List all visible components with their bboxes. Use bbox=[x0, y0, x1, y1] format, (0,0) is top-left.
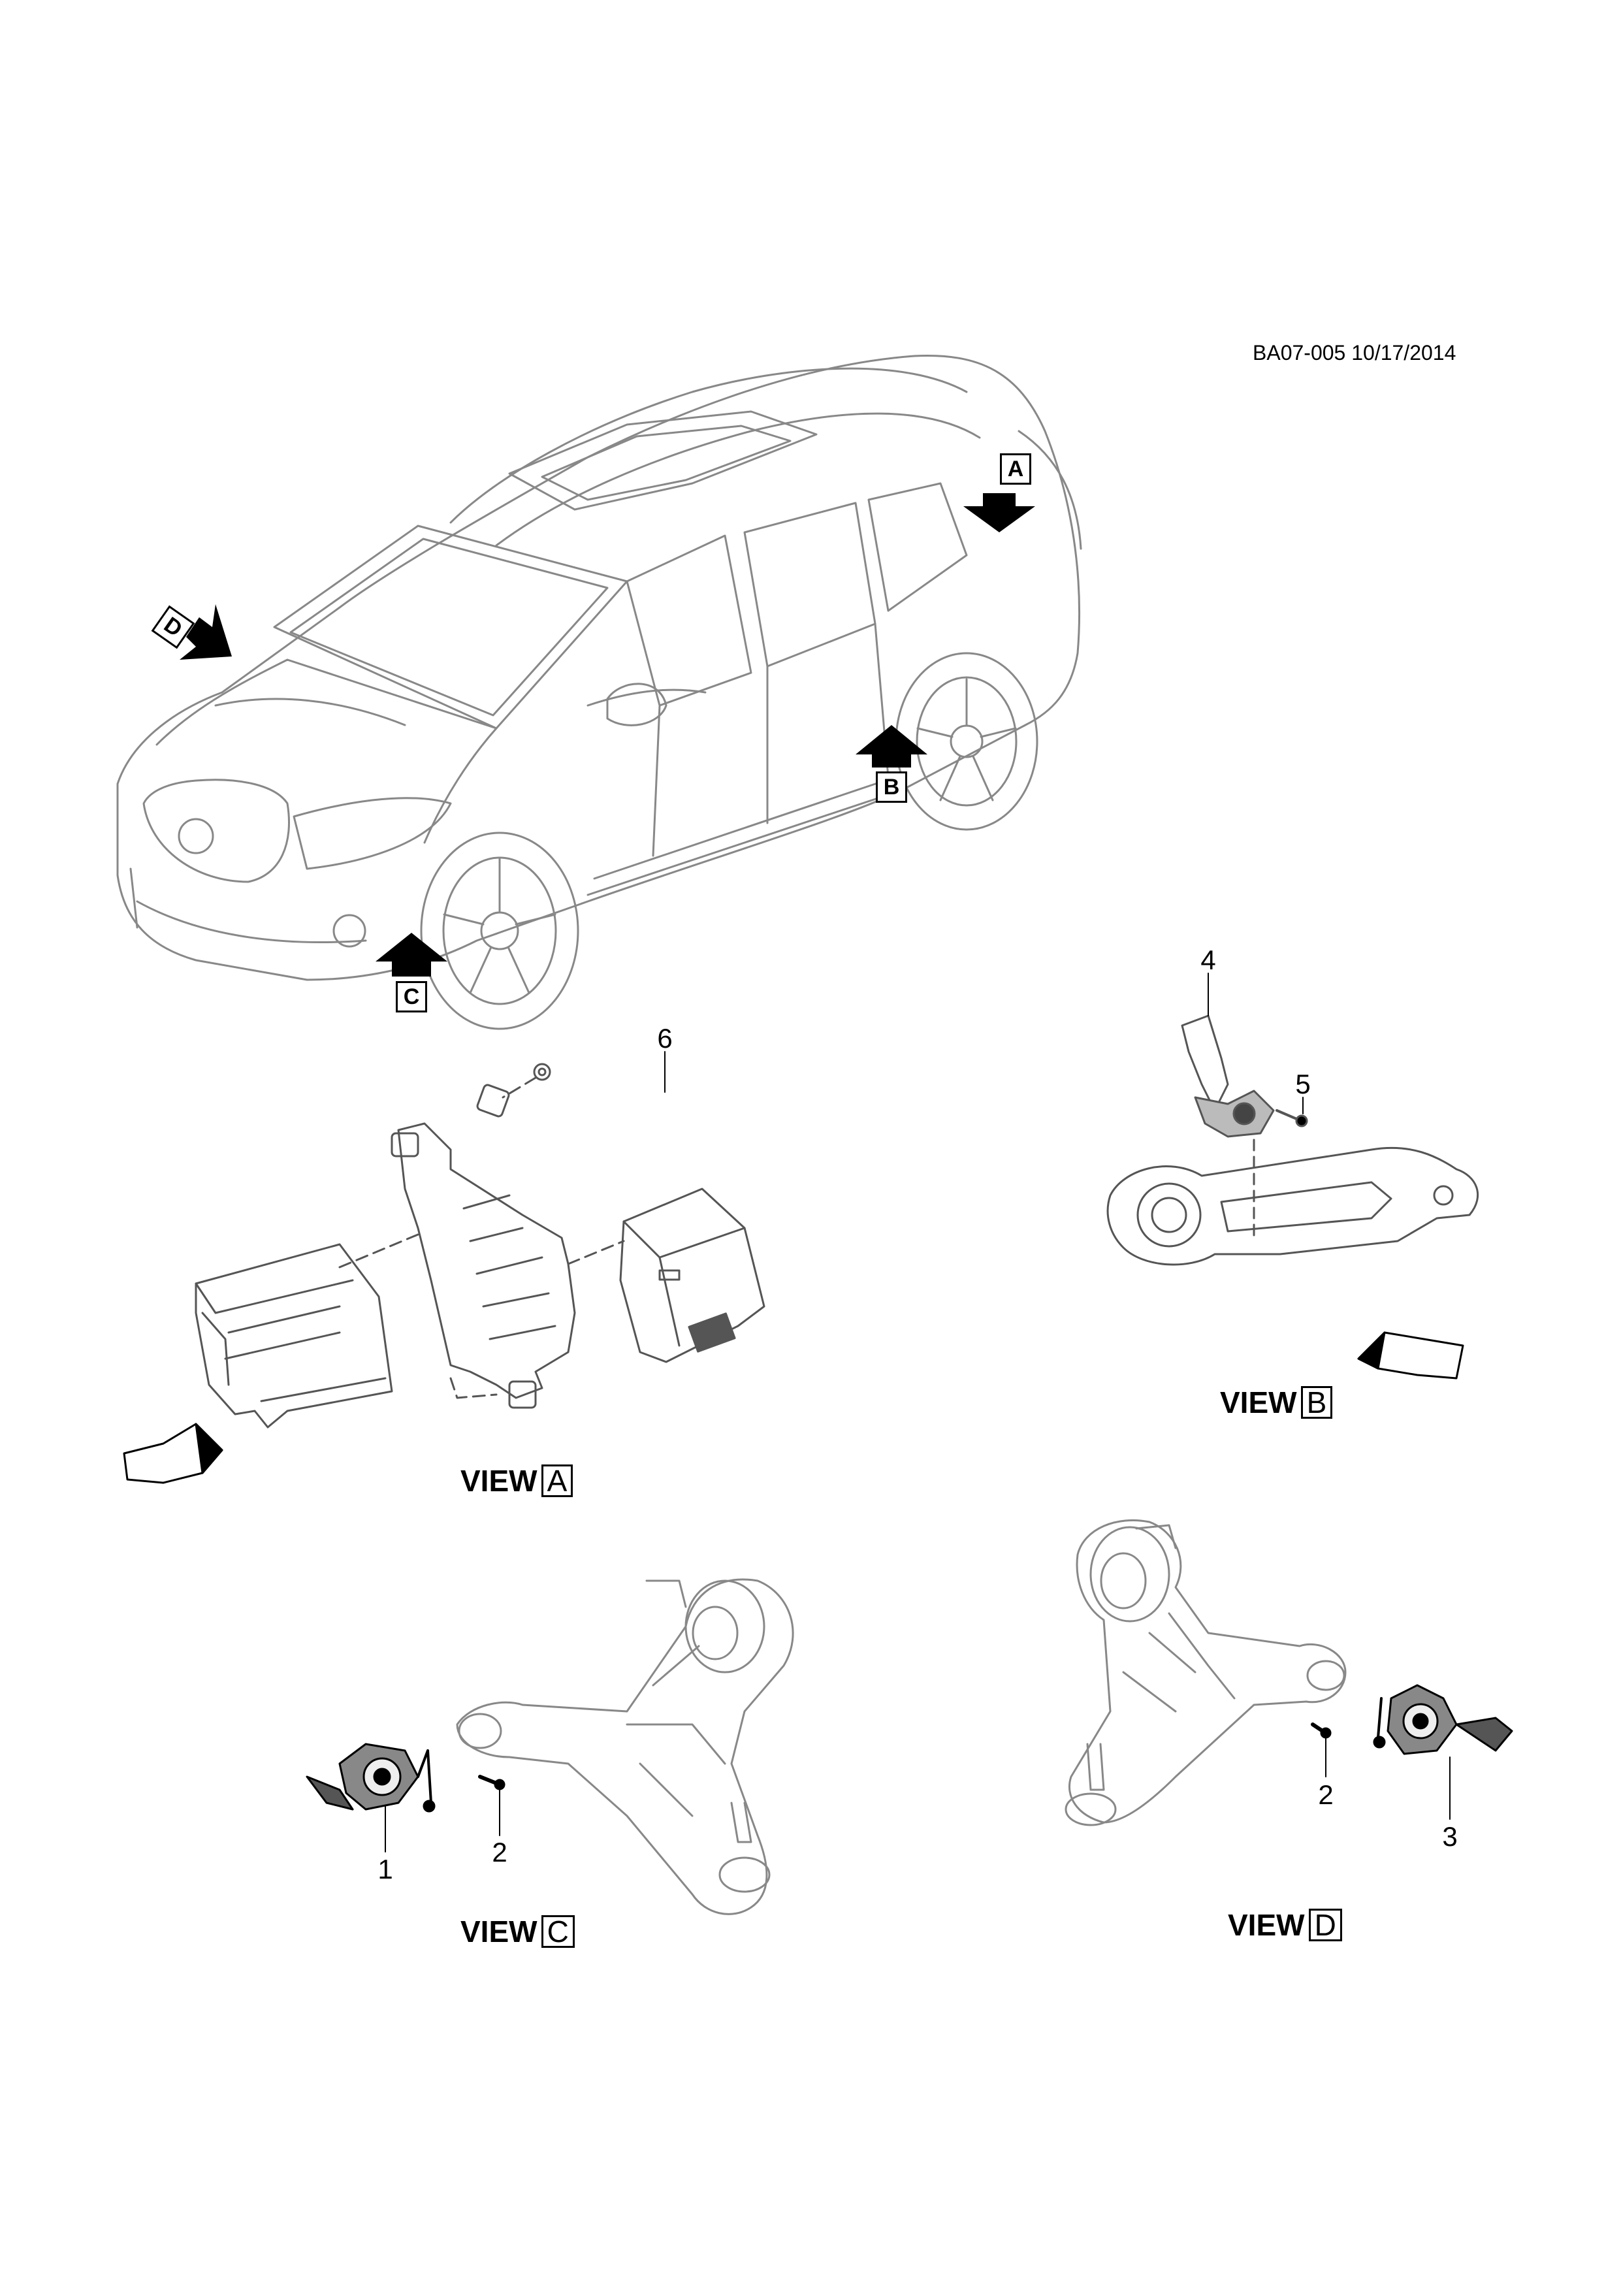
view-c-word: VIEW bbox=[460, 1915, 538, 1948]
view-b-word: VIEW bbox=[1220, 1385, 1297, 1419]
callout-1: 1 bbox=[377, 1854, 393, 1884]
view-b-assembly bbox=[1106, 1014, 1479, 1266]
view-a-letter: A bbox=[541, 1464, 573, 1497]
view-a-assembly bbox=[195, 1063, 765, 1429]
callout-3: 3 bbox=[1442, 1821, 1458, 1852]
callout-4: 4 bbox=[1200, 945, 1216, 975]
arrow-view-d bbox=[180, 604, 232, 660]
callout-5: 5 bbox=[1295, 1069, 1311, 1099]
tag-b: B bbox=[876, 771, 907, 803]
frt-arrow-view-a bbox=[123, 1423, 223, 1484]
arrow-view-a bbox=[963, 493, 1035, 532]
tag-c: C bbox=[396, 981, 427, 1012]
vehicle-outline bbox=[116, 354, 1082, 1030]
view-d-word: VIEW bbox=[1228, 1908, 1305, 1942]
callout-2-right: 2 bbox=[1318, 1779, 1334, 1810]
view-a-word: VIEW bbox=[460, 1464, 538, 1498]
frt-arrow-view-b bbox=[1357, 1331, 1464, 1380]
tag-a: A bbox=[1000, 453, 1031, 485]
arrow-view-b bbox=[856, 725, 927, 768]
view-d-assembly bbox=[1065, 1519, 1347, 1826]
view-d-letter: D bbox=[1308, 1909, 1342, 1941]
callout-6: 6 bbox=[657, 1023, 673, 1054]
arrow-view-c bbox=[376, 933, 447, 977]
callout-leaders bbox=[385, 973, 1451, 1852]
view-c-sensor bbox=[306, 1743, 506, 1813]
view-c-assembly bbox=[456, 1578, 794, 1915]
callout-2-left: 2 bbox=[492, 1837, 507, 1868]
view-c-letter: C bbox=[541, 1915, 575, 1948]
diagram-code: BA07-005 10/17/2014 bbox=[1253, 341, 1456, 364]
view-b-letter: B bbox=[1300, 1386, 1333, 1419]
view-d-sensor bbox=[1311, 1684, 1513, 1755]
